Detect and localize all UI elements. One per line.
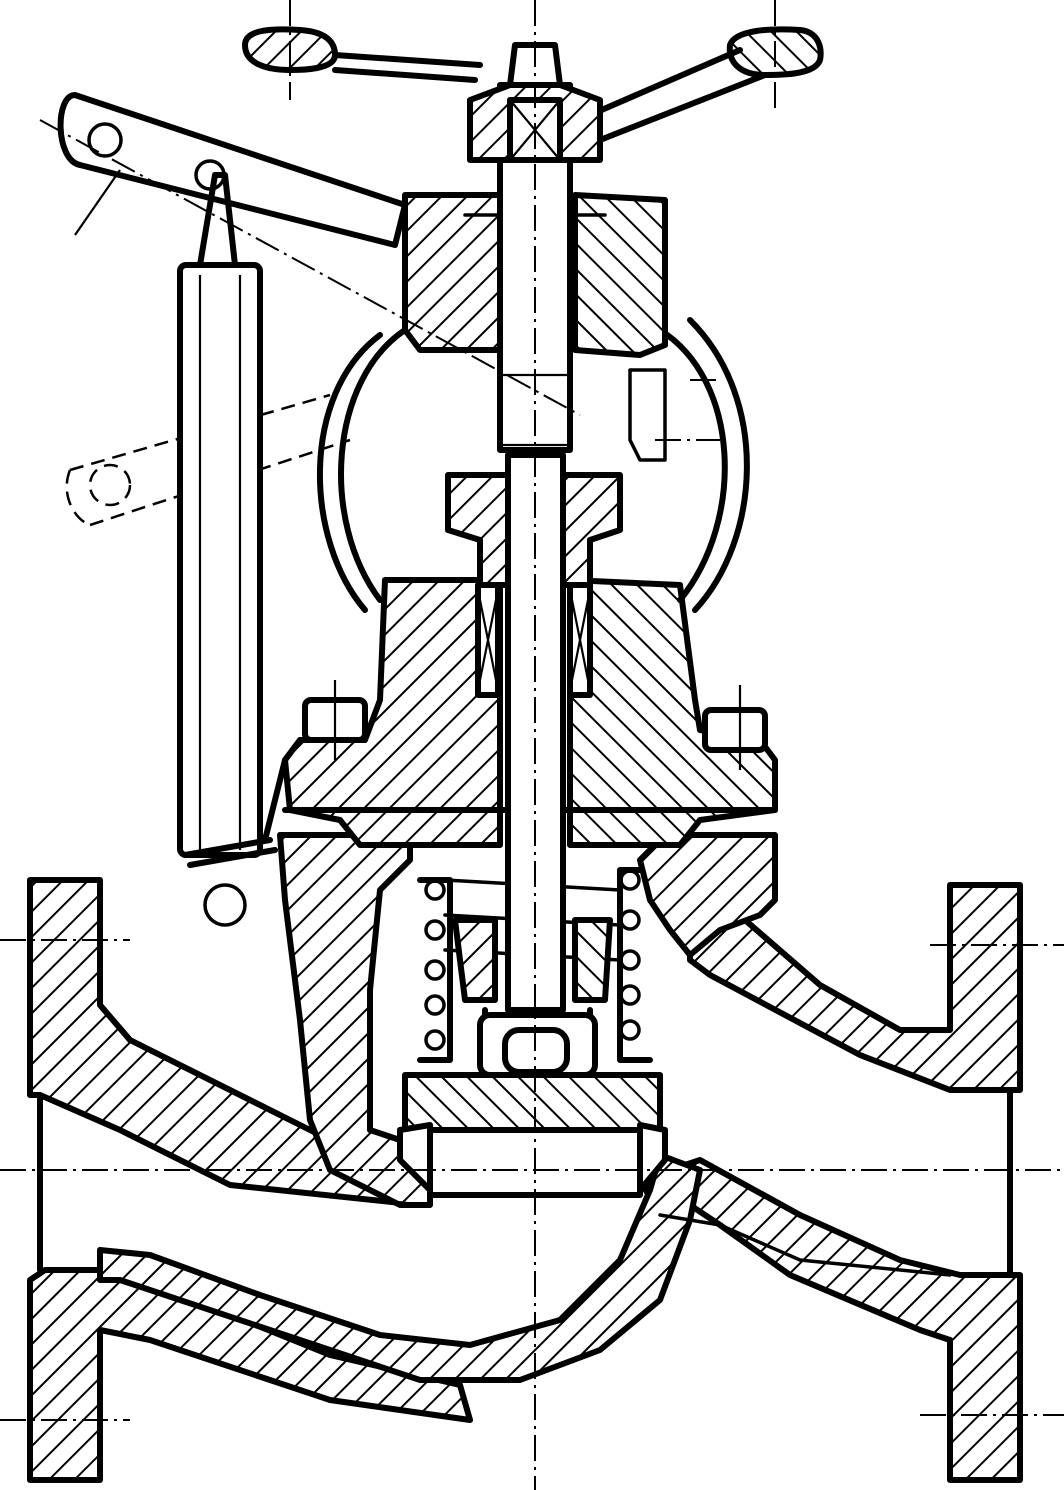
body-top-right	[637, 832, 778, 958]
right-flange	[687, 877, 1023, 1093]
right-flange-lower	[637, 1157, 1023, 1483]
handwheel	[242, 26, 824, 163]
cylinder-link	[262, 737, 303, 843]
yoke-side-slot	[628, 368, 667, 462]
yoke-head-left	[402, 192, 503, 353]
valve-body	[27, 832, 1023, 1483]
bonnet-bolt-left	[302, 680, 368, 760]
bonnet-bolt-right	[702, 685, 768, 770]
bonnet	[282, 472, 778, 848]
yoke	[316, 192, 750, 613]
spring-coils-left	[424, 879, 446, 1051]
body-bowl	[97, 1152, 703, 1383]
counterweight-cylinder	[177, 159, 303, 927]
lever-pivot-hole	[87, 122, 123, 158]
disc	[402, 1072, 663, 1133]
yoke-head-right	[572, 192, 668, 358]
lever-arm	[57, 92, 408, 248]
valve-disc	[397, 1007, 668, 1198]
bonnet-body-right	[567, 577, 778, 848]
spring-coils-right	[619, 869, 641, 1041]
